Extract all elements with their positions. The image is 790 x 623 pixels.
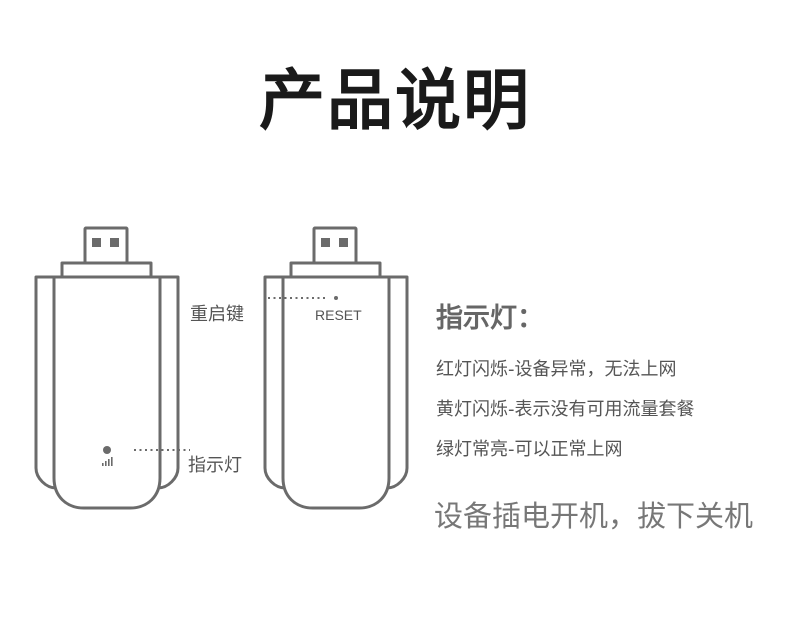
- usb-dongle-front: [34, 226, 180, 510]
- indicator-light-label: 指示灯: [188, 455, 242, 476]
- power-instruction: 设备插电开机，拔下关机: [434, 499, 754, 533]
- usb-connector-hole: [92, 238, 101, 247]
- indicator-state-yellow: 黄灯闪烁-表示没有可用流量套餐: [436, 399, 695, 420]
- usb-dongle-back: [263, 226, 409, 510]
- indicator-info-heading: 指示灯：: [436, 303, 544, 334]
- reset-button-hole: [334, 296, 338, 300]
- reset-button-label: 重启键: [190, 304, 244, 325]
- usb-connector: [83, 226, 129, 265]
- usb-neck: [289, 261, 382, 279]
- usb-connector: [312, 226, 358, 265]
- usb-connector-hole: [339, 238, 348, 247]
- indicator-state-red: 红灯闪烁-设备异常，无法上网: [436, 359, 677, 380]
- page-title: 产品说明: [259, 62, 531, 139]
- dongle-body: [52, 275, 162, 510]
- usb-neck: [60, 261, 153, 279]
- reset-text-label: RESET: [315, 307, 362, 323]
- usb-connector-hole: [321, 238, 330, 247]
- indicator-led-icon: [103, 446, 111, 454]
- indicator-state-green: 绿灯常亮-可以正常上网: [436, 439, 623, 460]
- dongle-body: [281, 275, 391, 510]
- signal-bars-icon: [102, 457, 113, 466]
- usb-connector-hole: [110, 238, 119, 247]
